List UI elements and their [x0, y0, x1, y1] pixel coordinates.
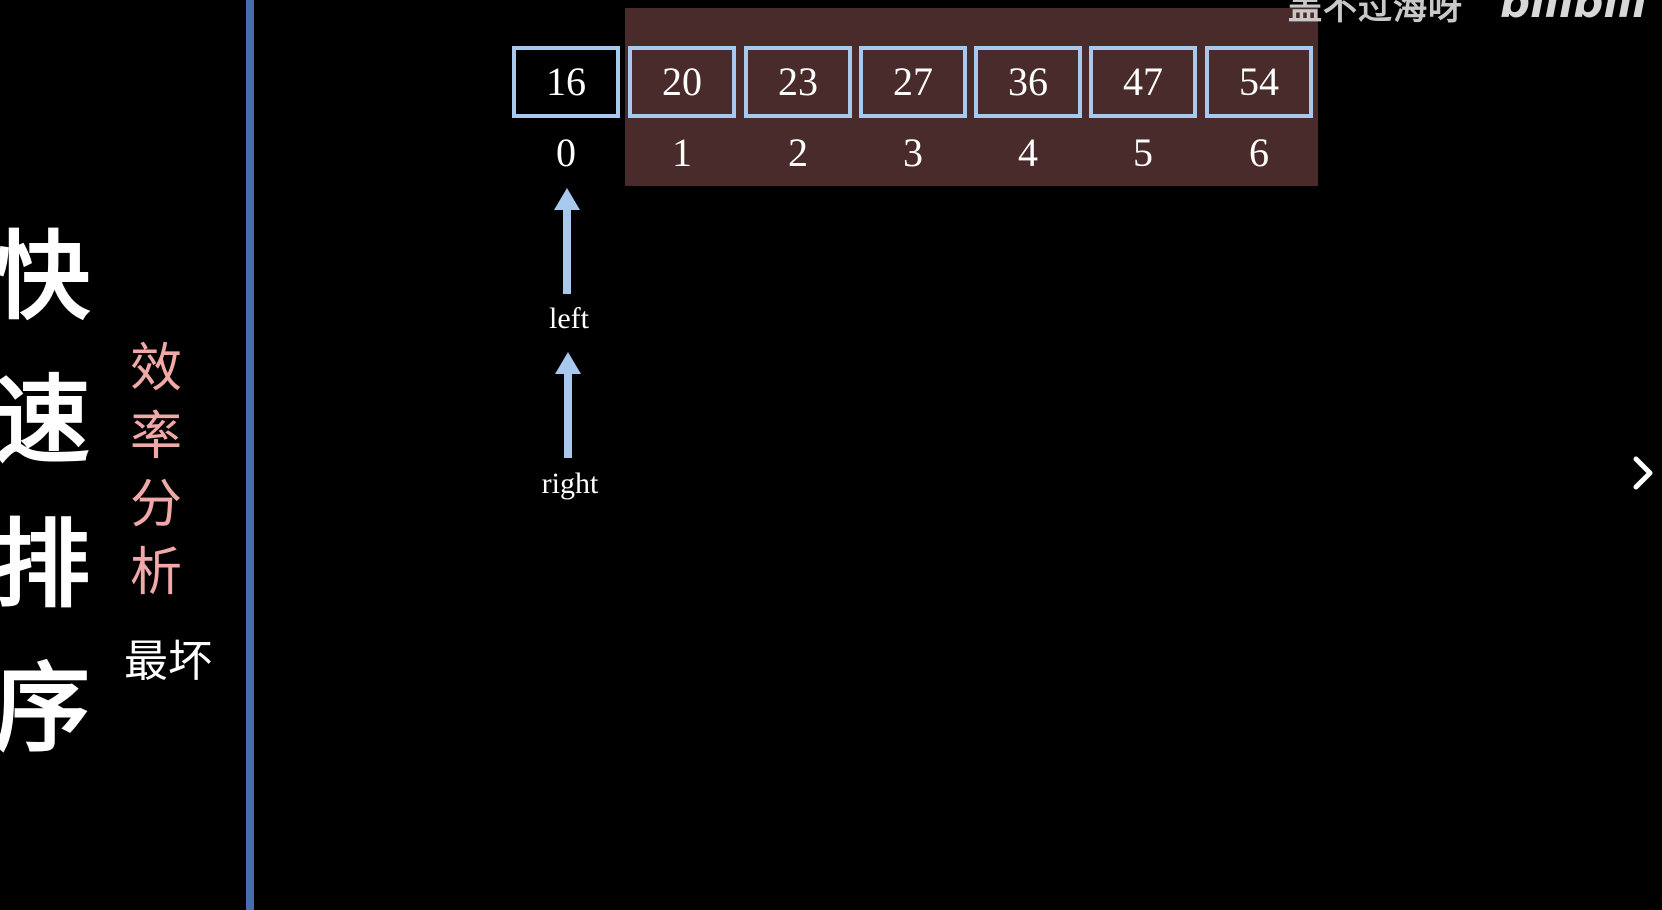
subtitle-char: 分: [130, 475, 183, 535]
array-cell: 47: [1089, 46, 1197, 118]
subtitle: 效 率 分 析: [130, 335, 182, 607]
array-cell: 27: [859, 46, 967, 118]
left-pointer-arrow-icon: [552, 188, 582, 294]
case-label: 最坏: [124, 636, 212, 687]
title-char: 序: [0, 653, 90, 765]
array-index: 4: [1018, 130, 1038, 175]
array-index: 1: [672, 130, 692, 175]
array-cell: 36: [974, 46, 1082, 118]
title-char: 快: [0, 221, 90, 333]
subtitle-char: 效: [130, 339, 183, 399]
array-cell-pivot: 16: [512, 46, 620, 118]
uploader-watermark: 盖不过海呀: [1288, 0, 1463, 28]
subtitle-char: 析: [130, 543, 183, 603]
title-char: 速: [0, 365, 90, 477]
right-pointer-arrow-icon: [553, 352, 583, 458]
array-index: 3: [903, 130, 923, 175]
array-cell: 23: [744, 46, 852, 118]
array-index: 5: [1133, 130, 1153, 175]
partition-highlight: [625, 8, 1318, 186]
right-pointer-label: right: [541, 467, 599, 500]
vertical-divider: [246, 0, 254, 910]
bilibili-logo: bilibili: [1500, 0, 1647, 27]
array-index: 2: [788, 130, 808, 175]
subtitle-char: 率: [130, 407, 183, 467]
array-index: 0: [556, 130, 576, 175]
array-cell: 54: [1205, 46, 1313, 118]
chevron-right-icon[interactable]: [1632, 455, 1654, 491]
array-cell: 20: [628, 46, 736, 118]
left-pointer-label: left: [549, 302, 589, 335]
title-char: 排: [0, 509, 90, 621]
array-index: 6: [1249, 130, 1269, 175]
main-title: 快 速 排 序: [0, 205, 100, 781]
